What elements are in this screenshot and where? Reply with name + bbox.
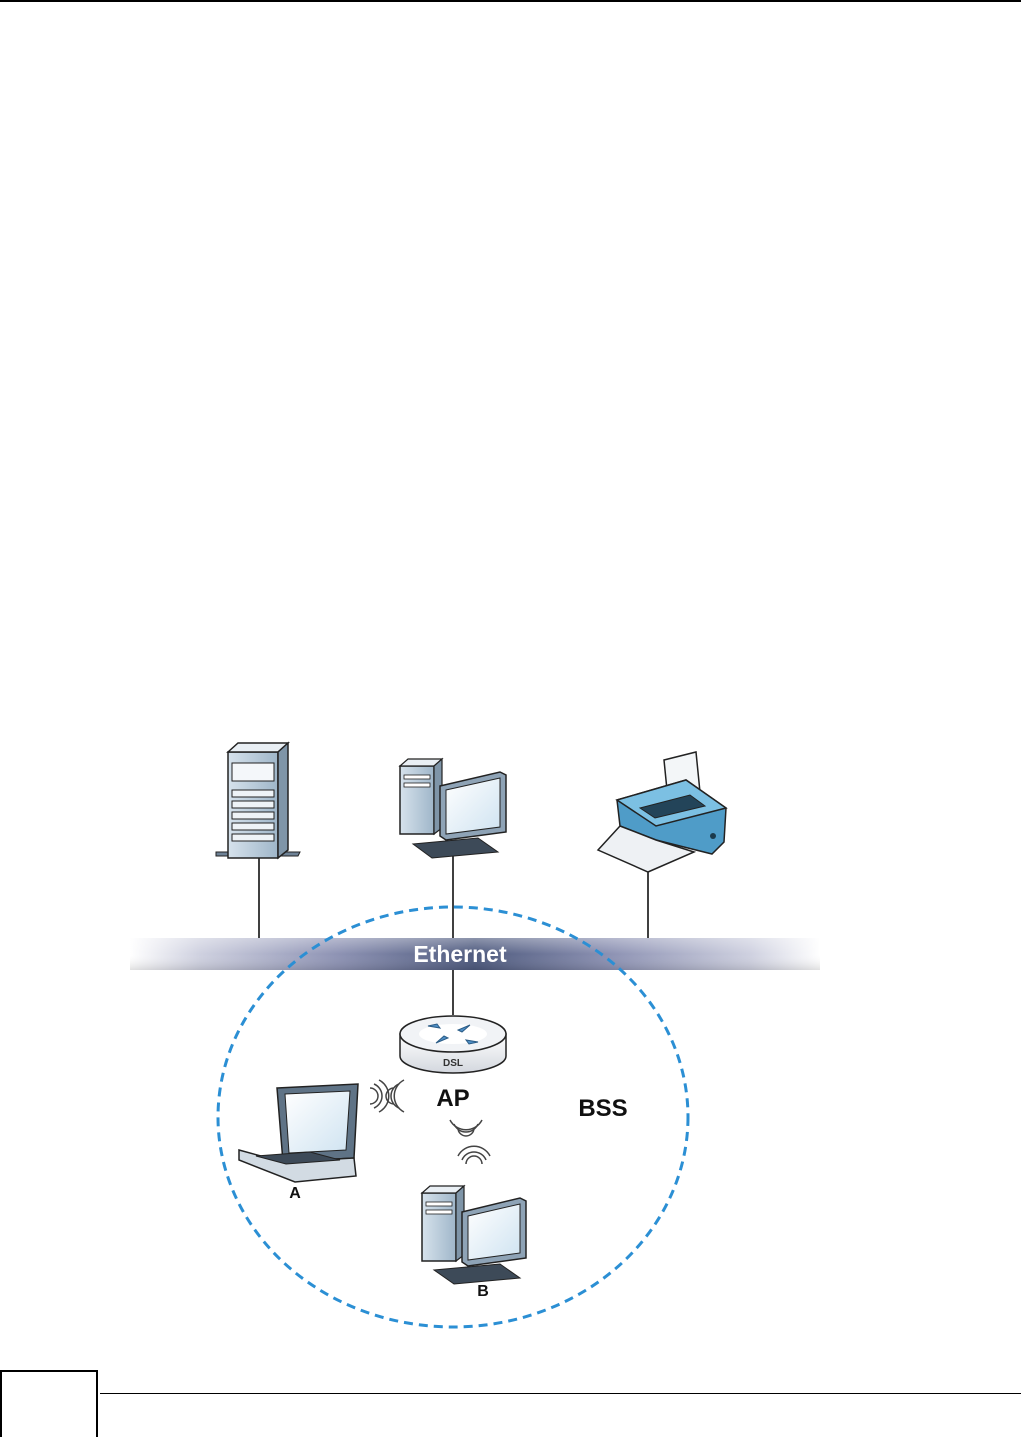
page-number-box <box>0 1370 98 1437</box>
workstation-icon <box>422 1186 526 1284</box>
workstation-icon <box>400 759 506 858</box>
wireless-signal-icon <box>450 1120 490 1164</box>
station-a-label: A <box>289 1185 301 1202</box>
ethernet-bus: Ethernet <box>130 938 820 970</box>
laptop-icon <box>239 1084 358 1182</box>
router-icon: DSL <box>400 1016 506 1073</box>
printer-icon <box>598 752 726 872</box>
server-icon <box>216 743 300 858</box>
station-b-label: B <box>477 1283 489 1300</box>
ethernet-label: Ethernet <box>413 941 507 967</box>
ap-label: AP <box>436 1085 469 1112</box>
router-badge: DSL <box>443 1058 463 1069</box>
wireless-signal-icon <box>370 1080 404 1112</box>
footer-rule <box>100 1393 1021 1394</box>
bss-label: BSS <box>578 1095 627 1122</box>
